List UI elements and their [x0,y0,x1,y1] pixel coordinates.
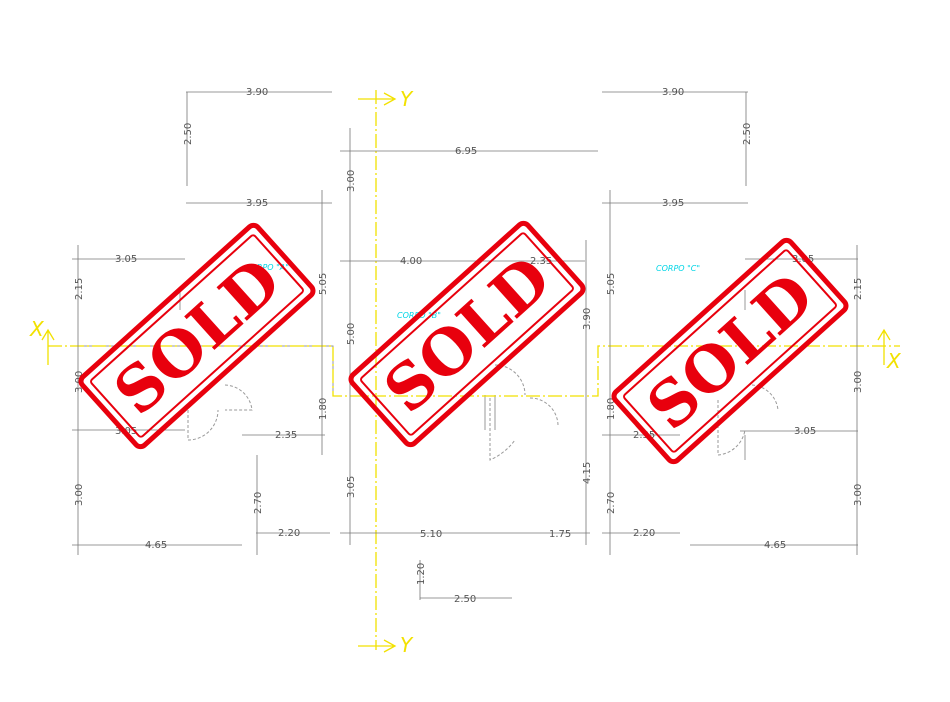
dimension-lines [72,91,858,600]
corpo-a-label: CORPO "A" [245,263,289,272]
dim-c-300-low: 3.00 [853,484,864,506]
dim-a-270: 2.70 [253,492,264,514]
dim-c-top: 3.90 [662,87,684,98]
y-bottom-arrow [358,639,397,653]
sold-stamp-b: SOLD [348,220,586,448]
dim-a-395: 3.95 [246,198,268,209]
dim-c-top-h: 2.50 [742,123,753,145]
dim-c-465: 4.65 [764,540,786,551]
x-right-label: X [886,349,902,373]
door-swing-b1 [489,398,516,461]
x-left-label: X [29,317,45,341]
dim-b-415: 4.15 [582,462,593,484]
door-swing-a2 [224,384,253,411]
y-bottom-label: Y [400,633,414,657]
dim-c-180: 1.80 [606,398,617,420]
dim-a-180: 1.80 [318,398,329,420]
dim-c-300-mid: 3.00 [853,371,864,393]
dim-b-235: 2.35 [530,256,552,267]
dim-a-305: 3.05 [115,254,137,265]
corpo-c-label: CORPO "C" [656,264,700,273]
dim-b-305: 3.05 [346,476,357,498]
dim-b-175: 1.75 [549,529,571,540]
dim-a-top-h: 2.50 [183,123,194,145]
door-swing-b3 [529,397,559,426]
dim-b-400: 4.00 [400,256,422,267]
door-swing-a1 [187,409,219,441]
dim-b-510: 5.10 [420,529,442,540]
dim-b-390: 3.90 [582,308,593,330]
dim-a-505: 5.05 [318,273,329,295]
dim-b-250: 2.50 [454,594,476,605]
dim-c-305b: 3.05 [794,426,816,437]
dim-c-215: 2.15 [853,278,864,300]
y-top-label: Y [400,87,414,111]
dim-a-465: 4.65 [145,540,167,551]
dim-b-695: 6.95 [455,146,477,157]
dim-b-500: 5.00 [346,323,357,345]
y-top-arrow [358,92,397,106]
door-swing-c1 [717,400,746,456]
dim-c-505: 5.05 [606,273,617,295]
dim-c-220: 2.20 [633,528,655,539]
door-swing-c2 [751,384,779,411]
dim-b-300: 3.00 [346,170,357,192]
dim-a-300-low: 3.00 [74,484,85,506]
x-right-arrow [877,328,891,365]
dim-a-top: 3.90 [246,87,268,98]
dim-a-235: 2.35 [275,430,297,441]
dim-c-270: 2.70 [606,492,617,514]
x-left-arrow [41,328,55,365]
dim-c-395: 3.95 [662,198,684,209]
dim-a-220: 2.20 [278,528,300,539]
dim-b-120: 1.20 [416,563,427,585]
dim-a-215: 2.15 [74,278,85,300]
